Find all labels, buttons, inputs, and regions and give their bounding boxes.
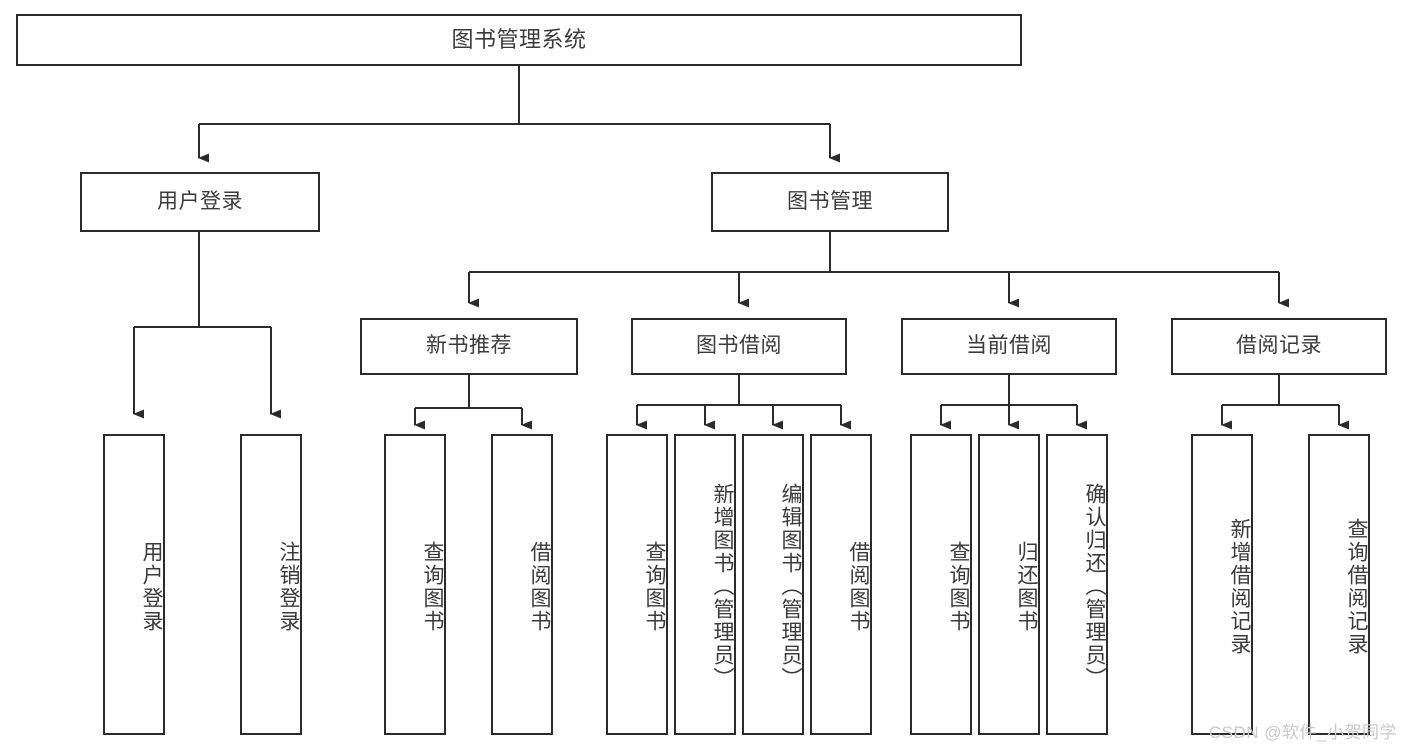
node-new-book-recommend-label: 新书推荐: [426, 334, 512, 358]
node-leaf-confirm-return[interactable]: 确认归还（管理员）: [1046, 434, 1108, 735]
node-leaf-borrow-book-2[interactable]: 借阅图书: [810, 434, 872, 735]
node-root-system[interactable]: 图书管理系统: [16, 14, 1022, 66]
node-leaf-query-book-1-label: 查询图书: [421, 540, 444, 633]
node-book-borrow[interactable]: 图书借阅: [631, 318, 847, 375]
node-leaf-return-book-label: 归还图书: [1015, 540, 1038, 633]
node-leaf-edit-book-label: 编辑图书（管理员）: [779, 483, 802, 690]
node-current-borrow-label: 当前借阅: [966, 334, 1052, 358]
node-leaf-query-record-label: 查询借阅记录: [1345, 517, 1368, 656]
node-leaf-borrow-book-1[interactable]: 借阅图书: [491, 434, 553, 735]
node-leaf-borrow-book-2-label: 借阅图书: [847, 540, 870, 633]
node-leaf-query-book-3[interactable]: 查询图书: [910, 434, 972, 735]
node-borrow-record[interactable]: 借阅记录: [1171, 318, 1387, 375]
node-leaf-query-book-2-label: 查询图书: [643, 540, 666, 633]
node-leaf-user-login-label: 用户登录: [140, 540, 163, 633]
node-leaf-query-record[interactable]: 查询借阅记录: [1308, 434, 1370, 735]
node-leaf-confirm-return-label: 确认归还（管理员）: [1083, 483, 1106, 690]
node-leaf-add-record[interactable]: 新增借阅记录: [1191, 434, 1253, 735]
node-current-borrow[interactable]: 当前借阅: [901, 318, 1117, 375]
node-book-borrow-label: 图书借阅: [696, 334, 782, 358]
node-leaf-user-login[interactable]: 用户登录: [103, 434, 165, 735]
node-leaf-user-logout-label: 注销登录: [277, 540, 300, 633]
node-leaf-add-book-label: 新增图书（管理员）: [711, 483, 734, 690]
node-leaf-edit-book[interactable]: 编辑图书（管理员）: [742, 434, 804, 735]
node-book-manage-label: 图书管理: [787, 189, 873, 213]
node-leaf-query-book-3-label: 查询图书: [947, 540, 970, 633]
node-leaf-return-book[interactable]: 归还图书: [978, 434, 1040, 735]
node-leaf-query-book-2[interactable]: 查询图书: [606, 434, 668, 735]
node-new-book-recommend[interactable]: 新书推荐: [360, 318, 578, 375]
node-leaf-user-logout[interactable]: 注销登录: [240, 434, 302, 735]
node-leaf-borrow-book-1-label: 借阅图书: [528, 540, 551, 633]
node-leaf-add-record-label: 新增借阅记录: [1228, 517, 1251, 656]
node-user-login[interactable]: 用户登录: [80, 172, 320, 232]
node-leaf-query-book-1[interactable]: 查询图书: [384, 434, 446, 735]
node-leaf-add-book[interactable]: 新增图书（管理员）: [674, 434, 736, 735]
node-user-login-label: 用户登录: [157, 189, 243, 213]
node-book-manage[interactable]: 图书管理: [711, 172, 949, 232]
node-root-system-label: 图书管理系统: [451, 27, 587, 53]
node-borrow-record-label: 借阅记录: [1236, 334, 1322, 358]
csdn-watermark: CSDN @软件_小贺同学: [1208, 723, 1397, 742]
